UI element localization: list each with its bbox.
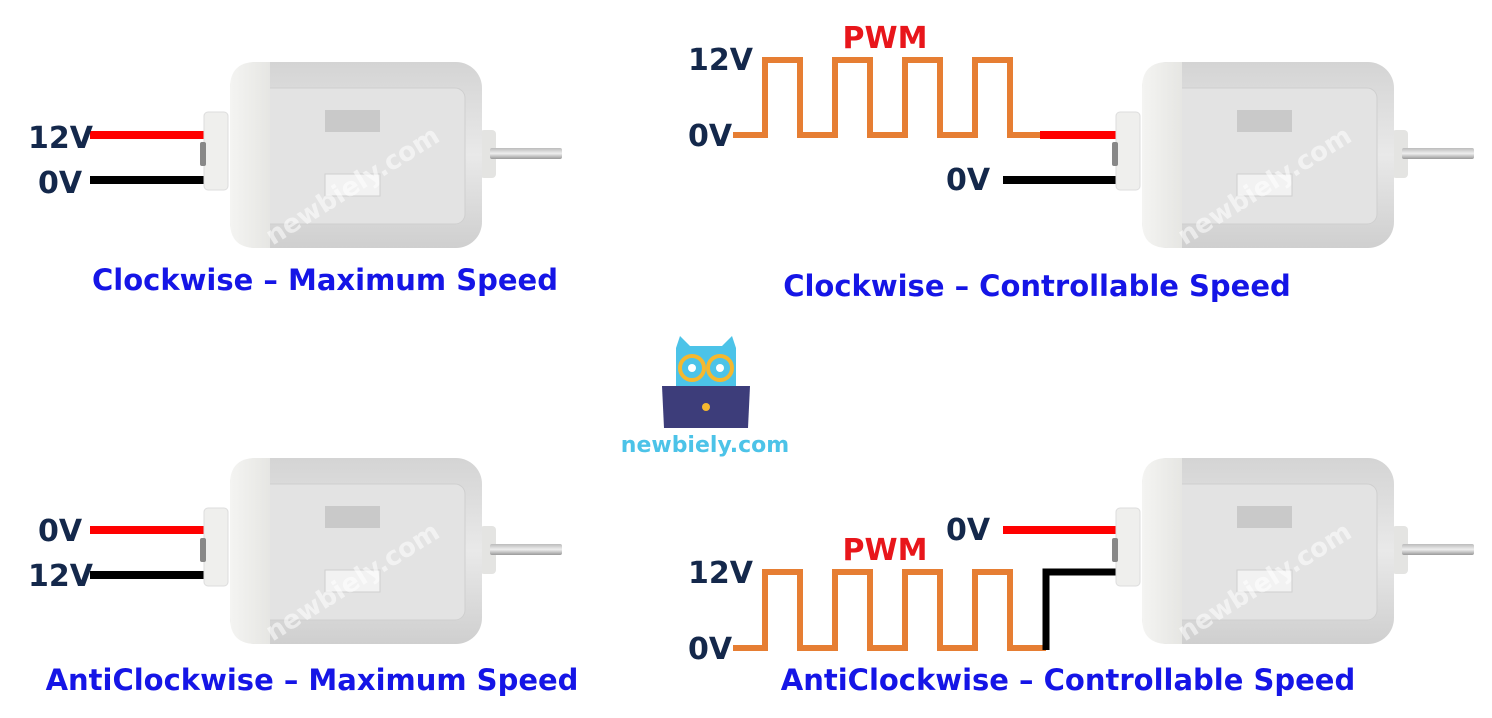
voltage-label: 0V <box>38 514 83 549</box>
voltage-label: 0V <box>946 513 991 548</box>
pwm-waveform <box>733 57 1042 138</box>
pwm-waveform <box>733 569 1046 651</box>
panel-clockwise-controllable: newbiely.com PWM 12V 0V 0V Clockwise – C… <box>688 21 1474 303</box>
dc-motor-icon: newbiely.com <box>1112 62 1474 252</box>
ground-wire <box>1042 568 1116 650</box>
caption: Clockwise – Maximum Speed <box>92 263 558 297</box>
dc-motor-icon: newbiely.com <box>200 62 562 252</box>
voltage-label: 0V <box>38 166 83 201</box>
voltage-label: 12V <box>28 121 94 156</box>
owl-laptop-logo-icon: newbiely.com <box>621 336 789 458</box>
dc-motor-icon: newbiely.com <box>1112 458 1474 648</box>
logo-text: newbiely.com <box>621 433 789 458</box>
panel-anticlockwise-max: newbiely.com 0V 12V AntiClockwise – Maxi… <box>28 458 578 697</box>
pwm-label: PWM <box>843 533 928 568</box>
caption: AntiClockwise – Controllable Speed <box>781 663 1355 697</box>
voltage-label: 0V <box>688 632 733 667</box>
pwm-label: PWM <box>843 21 928 56</box>
voltage-label: 12V <box>688 556 754 591</box>
caption: Clockwise – Controllable Speed <box>783 269 1291 303</box>
voltage-label: 12V <box>28 559 94 594</box>
panel-anticlockwise-controllable: newbiely.com PWM 12V 0V 0V AntiClockwise… <box>688 458 1474 697</box>
voltage-label: 0V <box>688 119 733 154</box>
voltage-label: 12V <box>688 43 754 78</box>
panel-clockwise-max: newbiely.com 12V 0V Clockwise – Maximum … <box>28 62 562 297</box>
voltage-label: 0V <box>946 163 991 198</box>
dc-motor-icon: newbiely.com <box>200 458 562 648</box>
caption: AntiClockwise – Maximum Speed <box>46 663 579 697</box>
